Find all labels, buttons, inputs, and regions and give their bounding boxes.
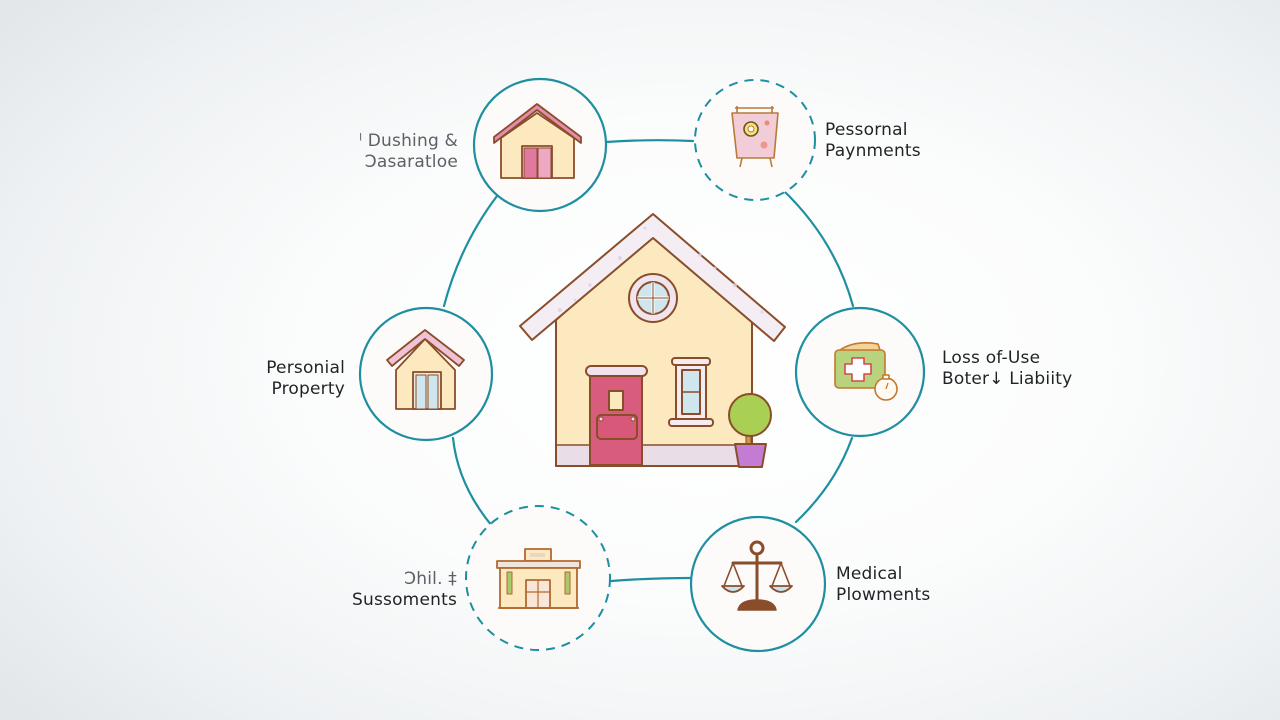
- node-mid-right[interactable]: [794, 306, 926, 438]
- label-bottom-right-line-1: Medical: [836, 564, 903, 584]
- label-mid-right-line-1: Loss of-Use: [942, 348, 1041, 368]
- node-bottom-right[interactable]: [689, 515, 827, 653]
- label-bottom-left-line-1: Ɔhil. ‡: [404, 569, 457, 589]
- balance-scale-icon: [721, 540, 793, 611]
- connector-ring: [442, 139, 855, 583]
- node-mid-left[interactable]: [358, 306, 494, 442]
- label-mid-right: Loss of-Use Boter↓ Liabiity: [942, 348, 1072, 390]
- payment-easel-board-icon: [731, 106, 779, 168]
- central-house-icon: [519, 213, 786, 468]
- label-mid-left-line-1: Personial: [266, 358, 345, 378]
- label-bottom-left: Ɔhil. ‡ Sussoments: [352, 569, 457, 611]
- label-bottom-right: Medical Plowments: [836, 564, 930, 606]
- node-bottom-left[interactable]: [465, 505, 611, 651]
- label-top-left-line-1: ˡ Dushing &: [359, 131, 458, 151]
- label-bottom-right-line-2: Plowments: [836, 585, 931, 605]
- label-top-right-line-2: Paynments: [825, 141, 921, 161]
- label-top-right: Pessornal Paynments: [825, 120, 921, 162]
- house-small-pink-door-icon: [493, 103, 582, 179]
- label-top-right-line-1: Pessornal: [825, 120, 908, 140]
- label-mid-left-line-2: Property: [271, 379, 345, 399]
- node-top-right[interactable]: [694, 79, 816, 201]
- first-aid-kit-stopwatch-icon: [834, 342, 898, 401]
- label-mid-left: Personial Property: [266, 358, 345, 400]
- label-top-left-line-2: Ɔasaratloe: [364, 152, 458, 172]
- storefront-building-icon: [496, 548, 581, 609]
- house-small-glass-door-icon: [386, 329, 465, 410]
- label-top-left: ˡ Dushing & Ɔasaratloe: [359, 131, 458, 173]
- node-top-left[interactable]: [472, 77, 608, 213]
- label-bottom-left-line-2: Sussoments: [352, 590, 457, 610]
- label-mid-right-line-2: Boter↓ Liabiity: [942, 369, 1073, 389]
